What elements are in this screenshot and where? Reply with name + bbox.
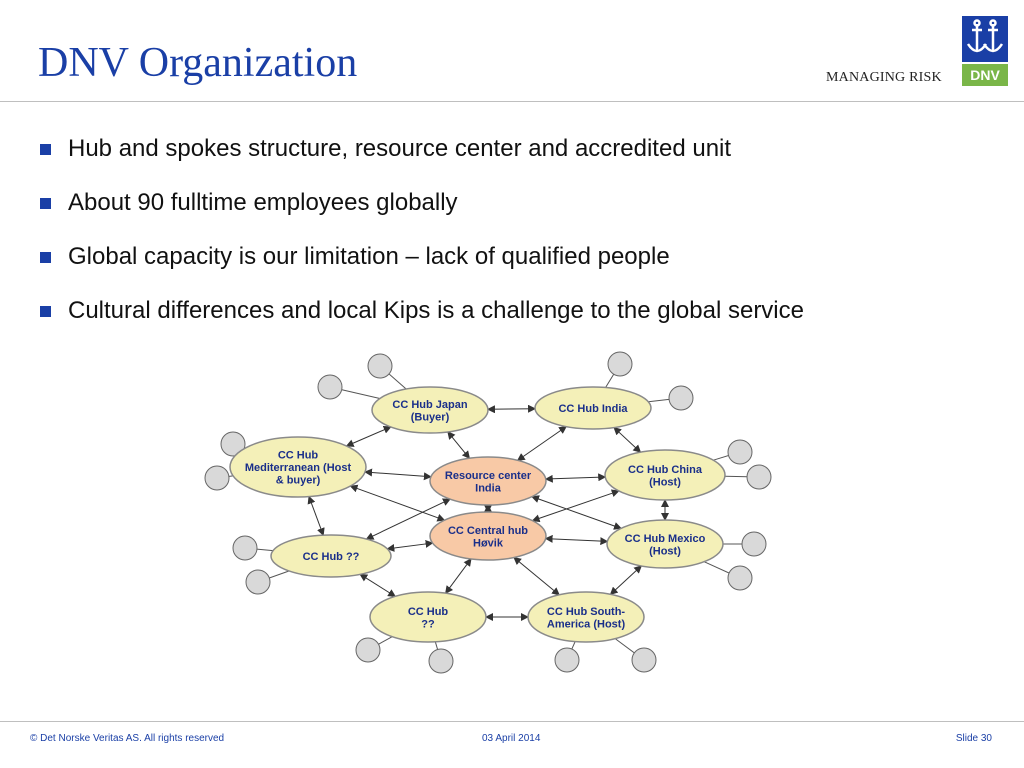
connector-arrow — [364, 468, 432, 481]
connector-arrow — [531, 495, 622, 530]
hub-label: India — [475, 482, 502, 494]
spoke-circle — [554, 647, 580, 673]
connector-arrow — [365, 498, 451, 540]
connector-arrow — [544, 473, 607, 483]
spoke-circle — [204, 465, 230, 491]
bullet-item: About 90 fulltime employees globally — [40, 186, 804, 220]
connector-arrow — [349, 484, 446, 522]
hub-ellipse — [229, 436, 367, 498]
logo-wordmark: DNV — [962, 64, 1008, 86]
bullet-item: Hub and spokes structure, resource cente… — [40, 132, 804, 166]
hub-label: CC Hub — [408, 606, 449, 618]
spoke-circle — [607, 351, 633, 377]
hub-node-hubq1: CC Hub ?? — [270, 534, 392, 578]
spoke-circle — [428, 648, 454, 674]
bullet-square-icon — [40, 252, 51, 263]
hub-label: CC Hub ?? — [303, 551, 360, 563]
footer-copyright: © Det Norske Veritas AS. All rights rese… — [30, 733, 225, 744]
hub-ellipse — [371, 386, 489, 434]
connector-arrow — [307, 495, 325, 537]
connector-arrow — [513, 556, 560, 596]
hub-ellipse — [270, 534, 392, 578]
spoke-circle — [220, 431, 246, 457]
spoke-circle — [727, 565, 753, 591]
hub-ellipse — [606, 519, 724, 569]
hub-label: CC Hub India — [558, 403, 628, 415]
connector-arrow — [486, 404, 537, 414]
hub-label: Mediterranean (Host — [245, 462, 352, 474]
spoke-circle — [631, 647, 657, 673]
hub-ellipse — [369, 591, 487, 643]
hub-label: CC Hub China — [628, 464, 703, 476]
footer-divider — [0, 721, 1024, 722]
header-divider — [0, 101, 1024, 102]
anchor-icon — [962, 16, 1008, 62]
hub-ellipse — [534, 386, 652, 430]
hub-label: & buyer) — [276, 475, 321, 487]
bullet-list: Hub and spokes structure, resource cente… — [40, 132, 804, 348]
spoke-circle — [668, 385, 694, 411]
hub-label: CC Hub Japan — [392, 399, 467, 411]
spoke-circle — [245, 569, 271, 595]
hub-ellipse — [527, 591, 645, 643]
connector-arrow — [345, 426, 392, 447]
connector-arrow — [531, 489, 620, 523]
hub-label: Høvik — [473, 537, 504, 549]
hub-ellipse — [429, 456, 547, 506]
hub-label: (Host) — [649, 476, 681, 488]
bullet-item: Cultural differences and local Kips is a… — [40, 294, 804, 328]
bullet-square-icon — [40, 198, 51, 209]
hub-node-china: CC Hub China(Host) — [604, 449, 726, 501]
spoke-circle — [355, 637, 381, 663]
bullet-item: Global capacity is our limitation – lack… — [40, 240, 804, 274]
connector-arrow — [613, 426, 642, 453]
bullet-square-icon — [40, 144, 51, 155]
spoke-circle — [741, 531, 767, 557]
hub-node-hubq2: CC Hub?? — [369, 591, 487, 643]
hub-ellipse — [604, 449, 726, 501]
footer-date: 03 April 2014 — [482, 733, 541, 744]
hub-label: (Buyer) — [411, 411, 450, 423]
bullet-square-icon — [40, 306, 51, 317]
spoke-circle — [317, 374, 343, 400]
hub-label: Resource center — [445, 470, 532, 482]
spoke-circle — [367, 353, 393, 379]
hub-label: (Host) — [649, 545, 681, 557]
hub-label: CC Hub South- — [547, 606, 626, 618]
hub-node-southam: CC Hub South-America (Host) — [527, 591, 645, 643]
hub-label: America (Host) — [547, 618, 626, 630]
connector-arrow — [447, 431, 471, 460]
connector-arrow — [445, 558, 472, 594]
hub-label: CC Hub — [278, 450, 319, 462]
connector-arrow — [359, 573, 397, 597]
tagline: MANAGING RISK — [826, 70, 942, 85]
page-title: DNV Organization — [38, 40, 358, 86]
hub-ellipse — [429, 511, 547, 561]
connector-arrow — [516, 426, 568, 461]
hub-label: ?? — [421, 618, 435, 630]
spoke-circle — [727, 439, 753, 465]
spoke-circle — [746, 464, 772, 490]
hub-label: CC Central hub — [448, 525, 528, 537]
connector-arrow — [609, 565, 643, 596]
dnv-logo: DNV — [962, 16, 1008, 86]
spoke-circle — [232, 535, 258, 561]
hub-node-japan: CC Hub Japan(Buyer) — [371, 386, 489, 434]
hub-node-india: CC Hub India — [534, 386, 652, 430]
hub-label: CC Hub Mexico — [625, 533, 706, 545]
footer-slide-number: Slide 30 — [955, 733, 992, 744]
hub-node-mexico: CC Hub Mexico(Host) — [606, 519, 724, 569]
connector-arrow — [386, 539, 434, 552]
connector-arrow — [544, 534, 609, 546]
